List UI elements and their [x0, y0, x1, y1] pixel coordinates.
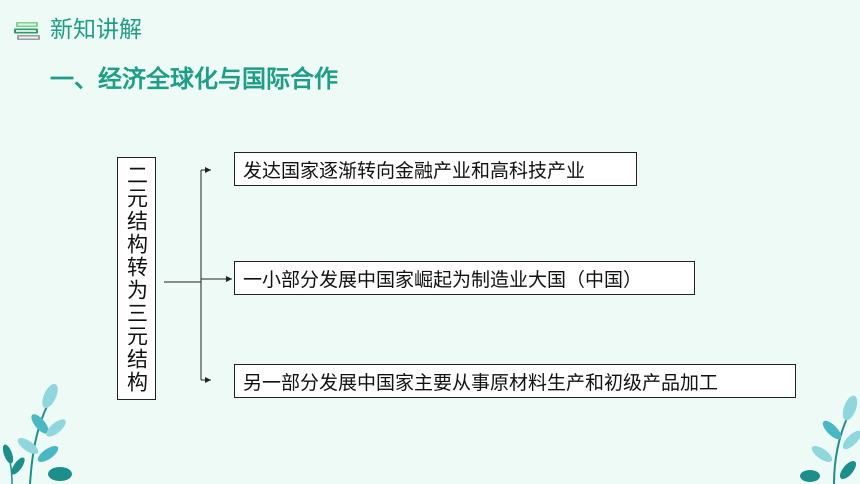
header-title: 新知讲解 [50, 17, 142, 43]
section-title: 一、经济全球化与国际合作 [50, 65, 338, 93]
target-box-2: 一小部分发展中国家崛起为制造业大国（中国） [234, 261, 695, 295]
plant-decoration-right [800, 395, 860, 484]
books-icon [14, 22, 40, 40]
target-box-1: 发达国家逐渐转向金融产业和高科技产业 [234, 152, 637, 186]
plant-decoration-left [2, 383, 72, 484]
target-box-3: 另一部分发展中国家主要从事原材料生产和初级产品加工 [234, 364, 796, 398]
source-text: 二元结构转为三元结构 [124, 163, 149, 394]
source-box: 二元结构转为三元结构 [117, 157, 156, 400]
